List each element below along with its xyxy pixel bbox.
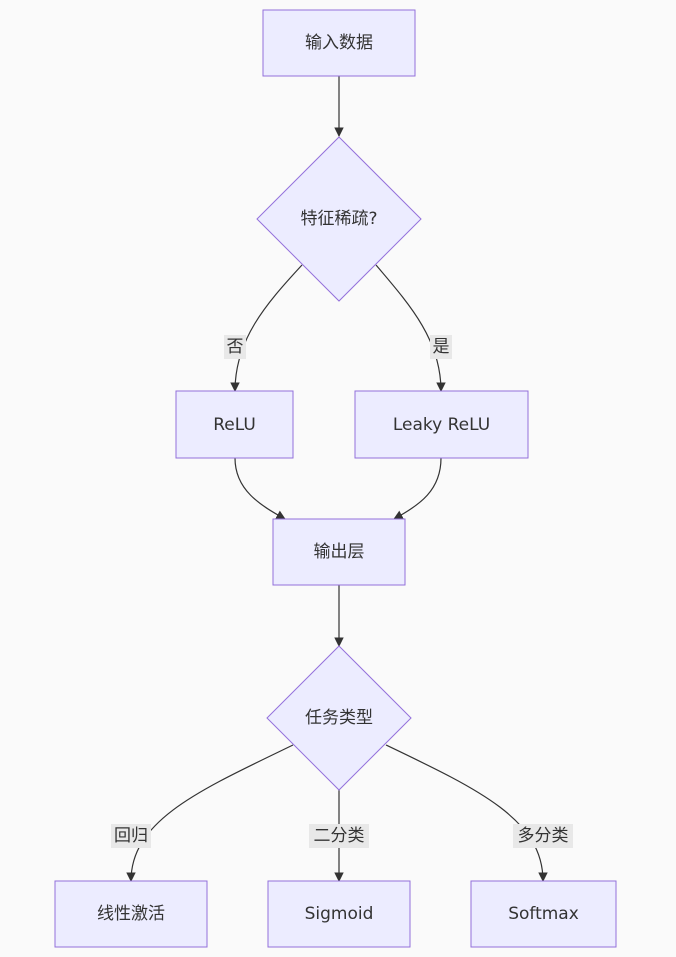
- edge-label-multiclass-text: 多分类: [518, 826, 569, 846]
- node-leaky-label: Leaky ReLU: [393, 415, 490, 435]
- edge-label-yes-text: 是: [433, 337, 450, 357]
- edge-label-yes: 是: [430, 335, 452, 359]
- node-sparse-label: 特征稀疏?: [300, 209, 377, 229]
- edge-label-no: 否: [224, 335, 246, 359]
- node-leaky-relu: Leaky ReLU: [354, 390, 529, 459]
- node-linear: 线性激活: [54, 880, 208, 948]
- edge-task-to-softmax: [385, 744, 548, 882]
- node-sigmoid: Sigmoid: [267, 880, 411, 948]
- node-softmax: Softmax: [470, 880, 617, 948]
- node-sparse-decision: 特征稀疏?: [256, 136, 422, 302]
- node-relu: ReLU: [175, 390, 294, 459]
- edge-label-regression-text: 回归: [114, 826, 148, 846]
- edges: [126, 76, 548, 882]
- node-relu-label: ReLU: [213, 415, 256, 435]
- edge-sparse-to-leaky: [375, 264, 446, 392]
- node-task-decision: 任务类型: [266, 645, 412, 791]
- edge-label-multiclass: 多分类: [513, 824, 573, 848]
- node-softmax-label: Softmax: [508, 904, 579, 924]
- edge-task-to-linear: [126, 744, 294, 882]
- edge-relu-to-output: [234, 457, 286, 520]
- edge-sparse-to-relu: [230, 264, 303, 392]
- edge-label-regression: 回归: [111, 824, 151, 848]
- node-output-label: 输出层: [314, 542, 365, 562]
- node-output: 输出层: [272, 518, 406, 586]
- node-linear-label: 线性激活: [97, 904, 165, 924]
- edge-leaky-to-output: [393, 457, 442, 520]
- edge-label-binary: 二分类: [309, 824, 369, 848]
- nodes: 输入数据 特征稀疏? ReLU Leaky ReLU 输出层 任务类型 线性激活: [54, 9, 617, 948]
- edge-labels: 否 是 回归 二分类 多分类: [111, 335, 573, 848]
- node-task-label: 任务类型: [305, 708, 373, 728]
- node-input-label: 输入数据: [305, 33, 373, 53]
- edge-label-binary-text: 二分类: [314, 826, 365, 846]
- edge-label-no-text: 否: [227, 337, 244, 357]
- node-sigmoid-label: Sigmoid: [305, 904, 374, 924]
- node-input: 输入数据: [262, 9, 416, 77]
